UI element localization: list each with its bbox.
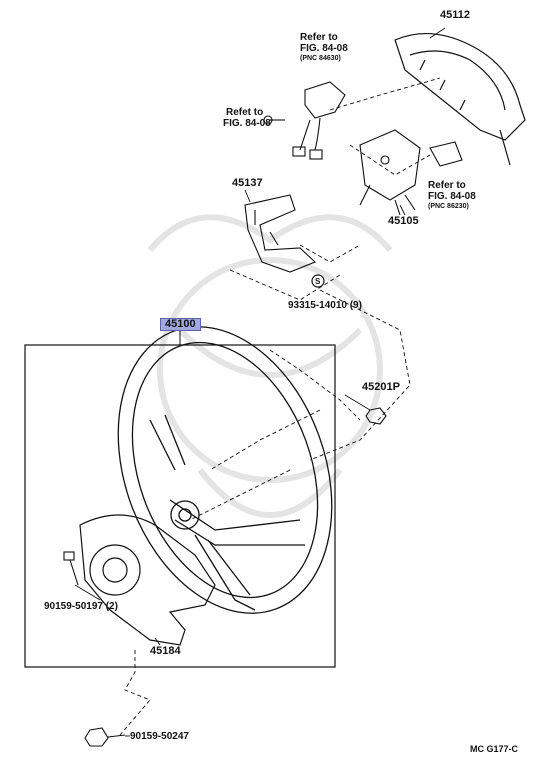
label-90159-50247: 90159-50247 <box>130 731 189 742</box>
label-refer-86230-line3: (PNC 86230) <box>428 203 469 210</box>
part-45105-bracket <box>359 129 463 216</box>
part-screw-90159-50197 <box>63 551 79 586</box>
label-45184: 45184 <box>150 645 181 657</box>
label-45201P: 45201P <box>362 381 400 393</box>
label-leaders <box>74 27 446 737</box>
label-45105: 45105 <box>388 215 419 227</box>
leader-lines <box>119 77 441 736</box>
part-45184-pad <box>79 514 216 646</box>
marker-s-text: S <box>315 277 321 286</box>
label-45137: 45137 <box>232 177 263 189</box>
label-45100: 45100 <box>160 318 201 331</box>
label-refer-84630-line1: Refer to <box>300 32 338 43</box>
label-45112: 45112 <box>440 9 470 21</box>
part-small-screw-ref <box>263 115 285 125</box>
part-45112-cover <box>394 32 526 166</box>
label-90159-50197: 90159-50197 (2) <box>44 601 118 612</box>
label-refer-86230-line2: FIG. 84-08 <box>428 191 476 202</box>
part-bolt-90159-50247 <box>84 727 126 747</box>
part-45201P-nut <box>365 407 387 425</box>
label-refer-84630-line3: (PNC 84630) <box>300 55 341 62</box>
label-refer-84630-line2: FIG. 84-08 <box>300 43 348 54</box>
part-45137-bracket <box>244 194 317 273</box>
part-connector-84630 <box>292 81 346 160</box>
label-93315-14010: 93315-14010 (9) <box>288 300 362 311</box>
part-steering-wheel <box>117 326 333 614</box>
label-refet-line1: Refet to <box>226 107 264 118</box>
marker-s <box>311 274 325 288</box>
watermark-emblem <box>147 214 393 518</box>
footer-code: MC G177-C <box>470 744 519 754</box>
label-refer-86230-line1: Refer to <box>428 180 466 191</box>
label-refet-line2: FIG. 84-08 <box>223 118 271 129</box>
